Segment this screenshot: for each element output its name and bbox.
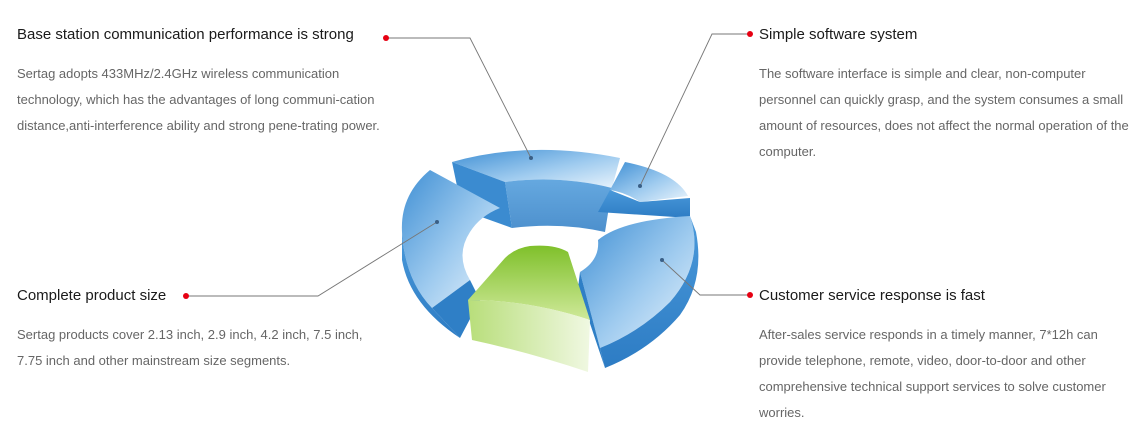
connector-line-3 — [186, 221, 438, 297]
segment-point-3 — [435, 220, 439, 224]
marker-dot-4 — [747, 292, 753, 298]
segment-point-2 — [638, 184, 642, 188]
connector-line-2 — [639, 33, 750, 187]
feature-description: Sertag products cover 2.13 inch, 2.9 inc… — [17, 327, 363, 368]
feature-description: Sertag adopts 433MHz/2.4GHz wireless com… — [17, 66, 380, 133]
connector-lines — [186, 33, 750, 297]
feature-software-system: Simple software system The software inte… — [759, 25, 1131, 165]
connector-line-1 — [386, 37, 532, 159]
connector-line-4 — [661, 259, 750, 296]
ring-segment-front-green — [468, 245, 590, 372]
marker-dot-2 — [747, 31, 753, 37]
feature-title: Complete product size — [17, 287, 167, 304]
ring-segment-upper-right — [598, 162, 690, 218]
feature-customer-service: Customer service response is fast After-… — [759, 286, 1131, 426]
feature-description: The software interface is simple and cle… — [759, 66, 1129, 159]
feature-description: After-sales service responds in a timely… — [759, 327, 1106, 420]
feature-product-size: Complete product size Sertag products co… — [17, 286, 389, 374]
segment-points — [435, 156, 664, 262]
marker-dot-1 — [383, 35, 389, 41]
segment-point-1 — [529, 156, 533, 160]
ring-segment-right — [578, 216, 699, 368]
feature-base-station: Base station communication performance i… — [17, 25, 389, 139]
feature-title: Simple software system — [759, 26, 918, 43]
feature-title: Customer service response is fast — [759, 287, 985, 304]
segment-point-4 — [660, 258, 664, 262]
marker-dot-3 — [183, 293, 189, 299]
marker-dots — [183, 31, 753, 299]
feature-title: Base station communication performance i… — [17, 26, 354, 43]
ring-segment-left — [401, 170, 500, 338]
